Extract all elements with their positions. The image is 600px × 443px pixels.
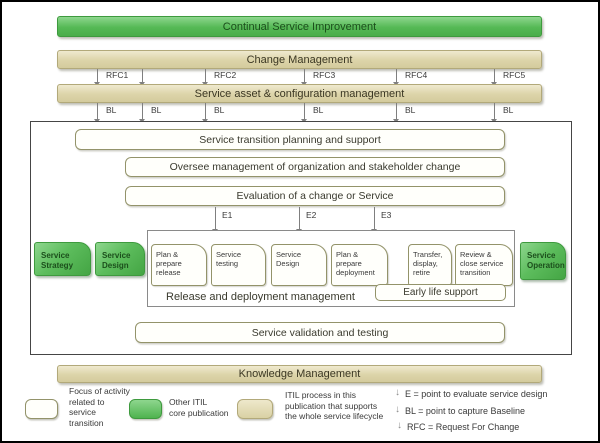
box-oversee-management: Oversee management of organization and s…: [125, 157, 505, 177]
rfc-arrow-3: [301, 69, 307, 86]
process-transfer-display-retire: Transfer, display, retire: [408, 244, 452, 286]
down-arrow-icon: ↓: [395, 404, 400, 415]
process-plan-prepare-deployment: Plan & prepare deployment: [331, 244, 388, 286]
bl-arrow-label: BL: [503, 105, 514, 115]
rfc-arrow-label: RFC3: [313, 70, 336, 80]
down-arrow-icon: ↓: [395, 387, 400, 398]
rfc-arrow-4: [393, 69, 399, 86]
legend-white-label: Focus of activity related to service tra…: [69, 386, 130, 428]
e1-arrow: [212, 207, 218, 233]
bl-arrow-1: [94, 103, 100, 123]
box-service-strategy: Service Strategy: [34, 242, 91, 276]
legend-green-swatch: [129, 399, 162, 419]
box-service-operation: Service Operation: [520, 242, 566, 280]
legend-white-swatch: [25, 399, 58, 419]
box-service-validation-testing: Service validation and testing: [135, 322, 505, 343]
legend-note-bl: BL = point to capture Baseline: [405, 406, 525, 416]
legend-note-e: E = point to evaluate service design: [405, 389, 548, 399]
legend-tan-label: ITIL process in this publication that su…: [285, 390, 384, 421]
e2-arrow: [296, 207, 302, 233]
bl-arrow-5: [393, 103, 399, 123]
legend-green-label: Other ITIL core publication: [169, 397, 229, 418]
bl-arrow-label: BL: [151, 105, 162, 115]
e-arrow-label: E1: [222, 210, 233, 220]
process-service-design: Service Design: [271, 244, 327, 286]
process-review-close-transition: Review & close service transition: [455, 244, 513, 286]
e-arrow-label: E2: [306, 210, 317, 220]
bl-arrow-6: [491, 103, 497, 123]
box-service-design-publication: Service Design: [95, 242, 145, 276]
rfc-arrow-label: RFC5: [503, 70, 526, 80]
bar-continual-service-improvement: Continual Service Improvement: [57, 16, 542, 37]
e3-arrow: [371, 207, 377, 233]
rfc-arrow-unlabeled: [139, 69, 145, 86]
box-service-transition-planning: Service transition planning and support: [75, 129, 505, 150]
bl-arrow-label: BL: [405, 105, 416, 115]
rfc-arrow-5: [491, 69, 497, 86]
release-and-deployment-label: Release and deployment management: [166, 291, 355, 303]
bl-arrow-label: BL: [313, 105, 324, 115]
legend-tan-swatch: [237, 399, 273, 419]
rfc-arrow-1: [94, 69, 100, 86]
bl-arrow-4: [301, 103, 307, 123]
bl-arrow-label: BL: [106, 105, 117, 115]
box-evaluation-of-change: Evaluation of a change or Service: [125, 186, 505, 206]
rfc-arrow-label: RFC1: [106, 70, 129, 80]
bar-knowledge-management: Knowledge Management: [57, 365, 542, 383]
bl-arrow-label: BL: [214, 105, 225, 115]
down-arrow-icon: ↓: [397, 420, 402, 431]
e-arrow-label: E3: [381, 210, 392, 220]
rfc-arrow-label: RFC2: [214, 70, 237, 80]
bl-arrow-3: [202, 103, 208, 123]
legend-note-rfc: RFC = Request For Change: [407, 422, 520, 432]
bar-service-asset-configuration-management: Service asset & configuration management: [57, 84, 542, 103]
rfc-arrow-2: [202, 69, 208, 86]
process-service-testing: Service testing: [211, 244, 266, 286]
bl-arrow-2: [139, 103, 145, 123]
process-plan-prepare-release: Plan & prepare release: [151, 244, 207, 286]
bar-change-management: Change Management: [57, 50, 542, 69]
release-and-deployment-box: Release and deployment management Plan &…: [147, 230, 515, 307]
box-early-life-support: Early life support: [375, 284, 506, 301]
rfc-arrow-label: RFC4: [405, 70, 428, 80]
